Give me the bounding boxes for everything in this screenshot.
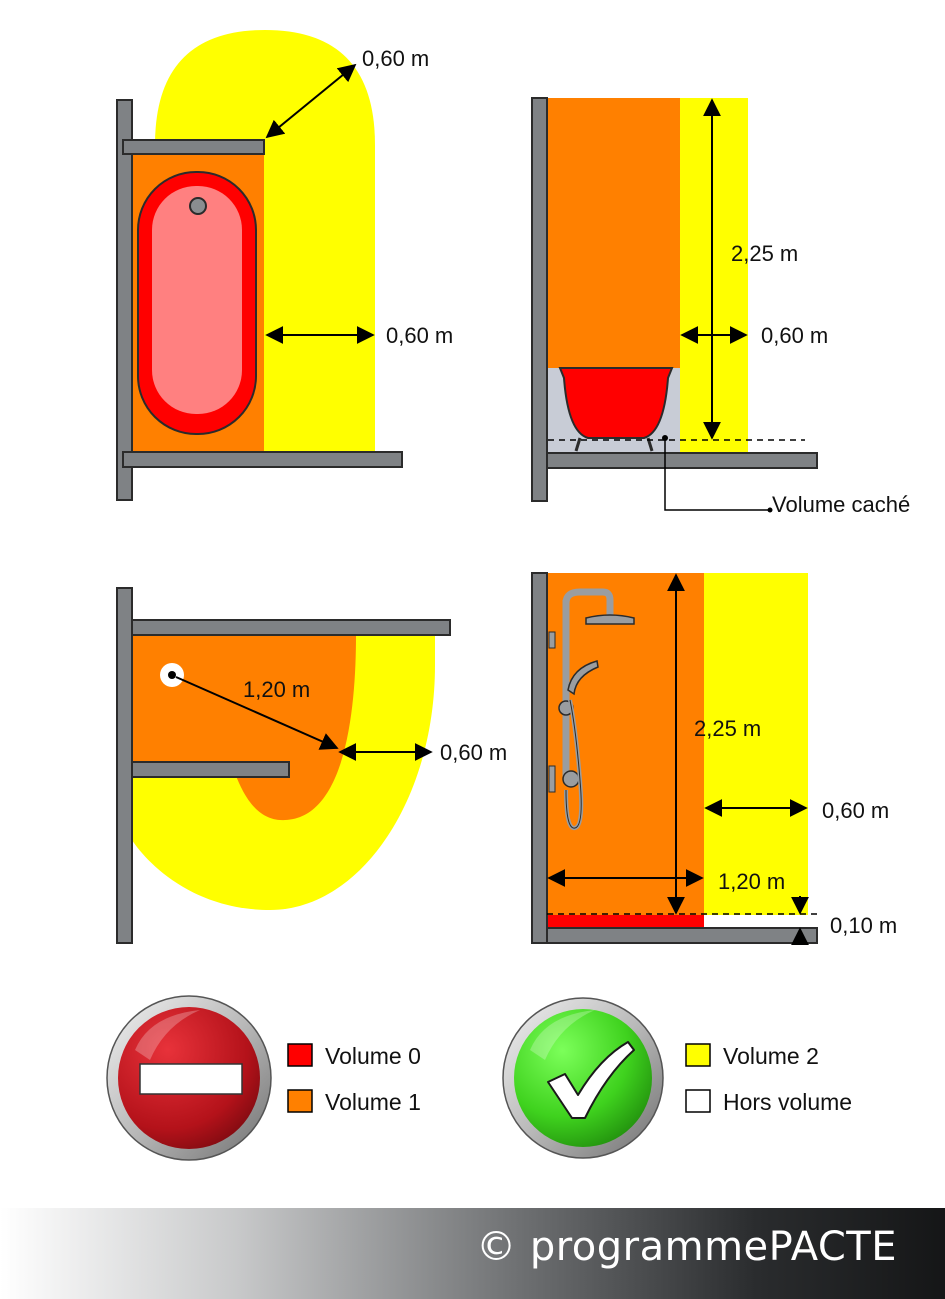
legend-item-volume-0: Volume 0 [287, 1043, 421, 1069]
dimension-label-width: 0,60 m [440, 740, 507, 765]
legend-item-volume-1: Volume 1 [287, 1089, 421, 1115]
dimension-arrow [175, 676, 339, 750]
leader-dot [767, 507, 773, 513]
bathtub-inner [152, 186, 242, 414]
wall-top [131, 619, 451, 636]
wall-bottom [122, 451, 403, 468]
shower-side-view: 2,25 m 0,60 m 1,20 m 0,10 m [531, 572, 897, 946]
legend-label: Volume 1 [325, 1089, 421, 1115]
legend-label: Volume 0 [325, 1043, 421, 1069]
wall-tub-edge [122, 139, 265, 155]
legend-item-hors-volume: Hors volume [685, 1089, 852, 1115]
dimension-label-height: 2,25 m [731, 241, 798, 266]
dimension-arrow [265, 63, 357, 139]
bathtub-side [558, 367, 674, 439]
shower-top-view: 1,20 m 0,60 m [116, 587, 507, 944]
floor [546, 452, 818, 469]
wall-left [116, 587, 133, 944]
drain-icon [189, 197, 207, 215]
hidden-volume-label: Volume caché [772, 492, 910, 517]
legend: Volume 0 Volume 1 Volume 2 Hors volume [287, 1043, 852, 1115]
dimension-label-diagonal: 0,60 m [362, 46, 429, 71]
legend-label: Hors volume [723, 1089, 852, 1115]
legend-label: Volume 2 [723, 1043, 819, 1069]
legend-swatch [287, 1043, 313, 1067]
shower-drain-center [168, 671, 176, 679]
dimension-label-radius: 1,20 m [718, 869, 785, 894]
shower-column-icon [548, 588, 635, 830]
bath-top-view: 0,60 m 0,60 m [116, 30, 453, 501]
volume-2-zone [704, 573, 808, 915]
dimension-label-width: 0,60 m [822, 798, 889, 823]
dimension-label-height: 2,25 m [694, 716, 761, 741]
wall-left [531, 97, 548, 502]
legend-swatch [685, 1089, 711, 1113]
dimension-label-width: 0,60 m [761, 323, 828, 348]
wall-left [531, 572, 548, 944]
footer-banner: © programmePACTE [0, 1208, 945, 1299]
volume-1-zone [548, 98, 680, 368]
leader-line [664, 438, 770, 511]
legend-swatch [287, 1089, 313, 1113]
copyright-notice: © programmePACTE [476, 1224, 897, 1270]
wall-left [116, 99, 133, 501]
tub-foot [574, 437, 582, 452]
volume-2-zone [680, 98, 748, 453]
dimension-label-side: 0,60 m [386, 323, 453, 348]
no-entry-icon [106, 995, 272, 1161]
dimension-label-radius: 1,20 m [243, 677, 310, 702]
bath-side-view: 2,25 m 0,60 m Volume caché [531, 97, 910, 517]
checkmark-icon [502, 997, 664, 1159]
legend-item-volume-2: Volume 2 [685, 1043, 819, 1069]
floor [546, 927, 818, 944]
volume-0-zone [547, 915, 704, 927]
wall-divider [131, 761, 290, 778]
dimension-label-base: 0,10 m [830, 913, 897, 938]
legend-swatch [685, 1043, 711, 1067]
